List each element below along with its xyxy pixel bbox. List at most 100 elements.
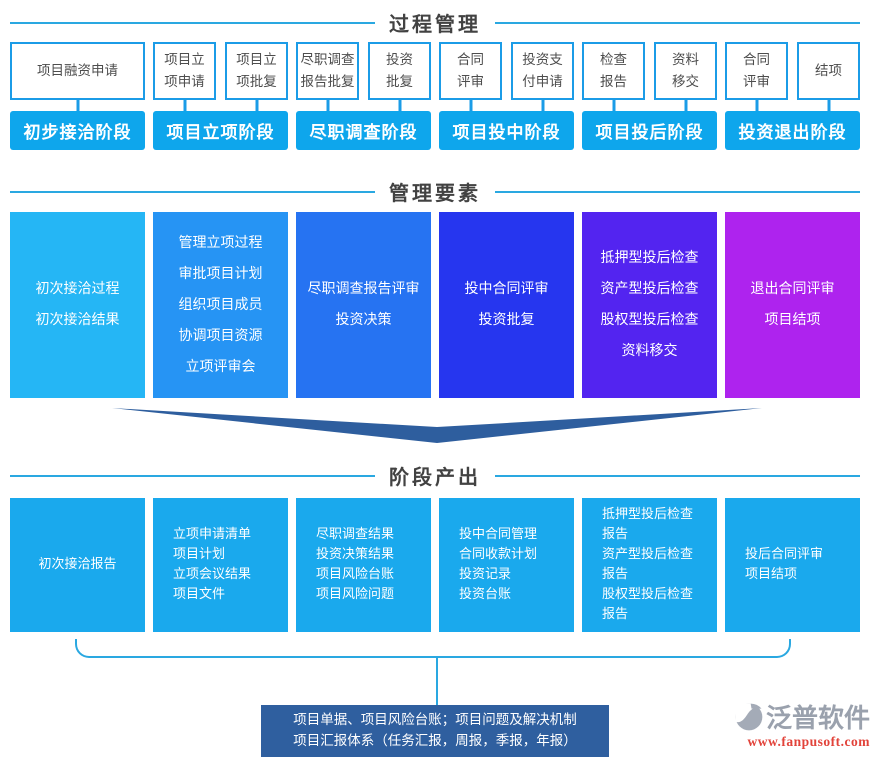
element-box: 尽职调查报告评审 投资决策 — [296, 212, 431, 398]
process-column-5: 检查 报告 资料 移交 — [582, 42, 717, 100]
summary-box: 项目单据、项目风险台账；项目问题及解决机制 项目汇报体系（任务汇报，周报，季报，… — [261, 705, 609, 757]
element-line: 组织项目成员 — [178, 296, 263, 313]
process-item: 投资 批复 — [368, 42, 431, 100]
element-line: 股权型投后检查 — [600, 312, 699, 328]
process-item-label: 投资支 — [522, 52, 563, 68]
element-box: 初次接洽过程 初次接洽结果 — [10, 212, 145, 398]
element-line: 审批项目计划 — [178, 265, 263, 282]
process-item-label: 报告 — [600, 74, 627, 90]
output-box: 初次接洽报告 — [10, 498, 145, 632]
output-line: 尽职调查结果 — [316, 527, 395, 542]
element-box: 管理立项过程 审批项目计划 组织项目成员 协调项目资源 立项评审会 — [153, 212, 288, 398]
stage-box: 项目投后阶段 — [582, 111, 717, 150]
element-line: 退出合同评审 — [750, 281, 835, 297]
divider-line — [495, 190, 860, 193]
output-line: 投资记录 — [459, 567, 512, 582]
output-line: 项目风险问题 — [316, 587, 395, 602]
element-line: 尽职调查报告评审 — [307, 281, 420, 297]
process-item-label: 项批复 — [236, 74, 277, 90]
process-item-label: 尽职调查 — [300, 52, 355, 68]
stage-box: 项目投中阶段 — [439, 111, 574, 150]
element-line: 协调项目资源 — [178, 327, 263, 344]
section-header-process: 过程管理 — [10, 8, 860, 37]
process-item-label: 报告批复 — [300, 74, 355, 90]
process-item: 尽职调查 报告批复 — [296, 42, 359, 100]
output-line: 资产型投后检查 — [602, 547, 694, 562]
vendor-name: 泛普软件 — [765, 704, 870, 734]
element-line: 投中合同评审 — [464, 281, 549, 297]
process-column-4: 合同 评审 投资支 付申请 — [439, 42, 574, 100]
divider-line — [10, 474, 375, 477]
process-item-label: 结项 — [815, 63, 842, 79]
process-item-label: 项申请 — [164, 74, 205, 90]
process-column-3: 尽职调查 报告批复 投资 批复 — [296, 42, 431, 100]
element-box: 退出合同评审 项目结项 — [725, 212, 860, 398]
output-box: 抵押型投后检查 报告 资产型投后检查 报告 股权型投后检查 报告 — [582, 498, 717, 632]
process-item: 投资支 付申请 — [511, 42, 574, 100]
process-item-label: 资料 — [672, 52, 699, 68]
vendor-logo-row: 泛普软件 — [734, 702, 870, 736]
vendor-url: www.fanpusoft.com — [747, 734, 870, 749]
stage-box: 尽职调查阶段 — [296, 111, 431, 150]
divider-line — [495, 21, 860, 24]
process-item: 项目立 项申请 — [153, 42, 216, 100]
element-line: 初次接洽结果 — [35, 312, 120, 328]
process-item-label: 合同 — [743, 52, 770, 68]
stage-box: 项目立项阶段 — [153, 111, 288, 150]
process-item: 检查 报告 — [582, 42, 645, 100]
summary-line: 项目单据、项目风险台账；项目问题及解决机制 — [293, 712, 577, 728]
process-item-label: 项目立 — [236, 52, 277, 68]
output-line: 立项会议结果 — [173, 567, 252, 582]
fanpu-logo-icon — [734, 702, 764, 736]
output-box: 尽职调查结果 投资决策结果 项目风险台账 项目风险问题 — [296, 498, 431, 632]
connector-stem — [436, 657, 438, 705]
output-line: 投资台账 — [459, 587, 512, 602]
vendor-logo: 泛普软件 www.fanpusoft.com — [734, 702, 870, 750]
element-line: 项目结项 — [764, 312, 821, 328]
page-title-outputs: 阶段产出 — [389, 465, 481, 489]
element-line: 投资决策 — [335, 312, 392, 328]
process-item: 项目融资申请 — [10, 42, 145, 100]
output-line: 报告 — [602, 527, 629, 542]
process-items-row: 项目融资申请 项目立 项申请 项目立 项批复 尽职调查 报告批复 投资 批复 — [10, 42, 860, 100]
stage-row: 初步接洽阶段 项目立项阶段 尽职调查阶段 项目投中阶段 项目投后阶段 投资退出阶… — [10, 111, 860, 150]
summary-line: 项目汇报体系（任务汇报，周报，季报，年报） — [293, 733, 577, 749]
divider-line — [10, 190, 375, 193]
process-item-label: 项目立 — [164, 52, 205, 68]
output-box: 投后合同评审 项目结项 — [725, 498, 860, 632]
element-line: 资产型投后检查 — [600, 281, 699, 297]
elements-row: 初次接洽过程 初次接洽结果 管理立项过程 审批项目计划 组织项目成员 协调项目资… — [10, 212, 860, 398]
process-item: 项目立 项批复 — [225, 42, 288, 100]
stage-box: 初步接洽阶段 — [10, 111, 145, 150]
element-line: 投资批复 — [478, 312, 535, 328]
output-line: 投资决策结果 — [316, 547, 395, 562]
output-box: 立项申请清单 项目计划 立项会议结果 项目文件 — [153, 498, 288, 632]
process-column-1: 项目融资申请 — [10, 42, 145, 100]
process-item-label: 评审 — [743, 74, 770, 90]
output-line: 项目结项 — [745, 567, 798, 582]
output-line: 立项申请清单 — [173, 527, 252, 542]
process-item-label: 批复 — [386, 74, 413, 90]
down-chevron-arrow — [112, 408, 762, 443]
output-line: 投中合同管理 — [459, 527, 538, 542]
process-item-label: 移交 — [672, 74, 699, 90]
process-item-label: 投资 — [386, 52, 413, 68]
element-line: 资料移交 — [621, 343, 678, 359]
output-line: 项目计划 — [173, 547, 226, 562]
outputs-row: 初次接洽报告 立项申请清单 项目计划 立项会议结果 项目文件 尽职调查结果 投资… — [10, 498, 860, 632]
page-title-process: 过程管理 — [389, 12, 481, 36]
output-line: 投后合同评审 — [745, 547, 824, 562]
output-line: 抵押型投后检查 — [602, 507, 694, 522]
section-header-elements: 管理要素 — [10, 177, 860, 206]
output-line: 合同收款计划 — [459, 547, 538, 562]
process-column-2: 项目立 项申请 项目立 项批复 — [153, 42, 288, 100]
process-item-label: 评审 — [457, 74, 484, 90]
process-item: 合同 评审 — [725, 42, 788, 100]
element-box: 投中合同评审 投资批复 — [439, 212, 574, 398]
output-line: 项目风险台账 — [316, 567, 395, 582]
section-header-outputs: 阶段产出 — [10, 461, 860, 490]
output-line: 报告 — [602, 567, 629, 582]
bracket-connector — [75, 639, 791, 658]
divider-line — [495, 474, 860, 477]
